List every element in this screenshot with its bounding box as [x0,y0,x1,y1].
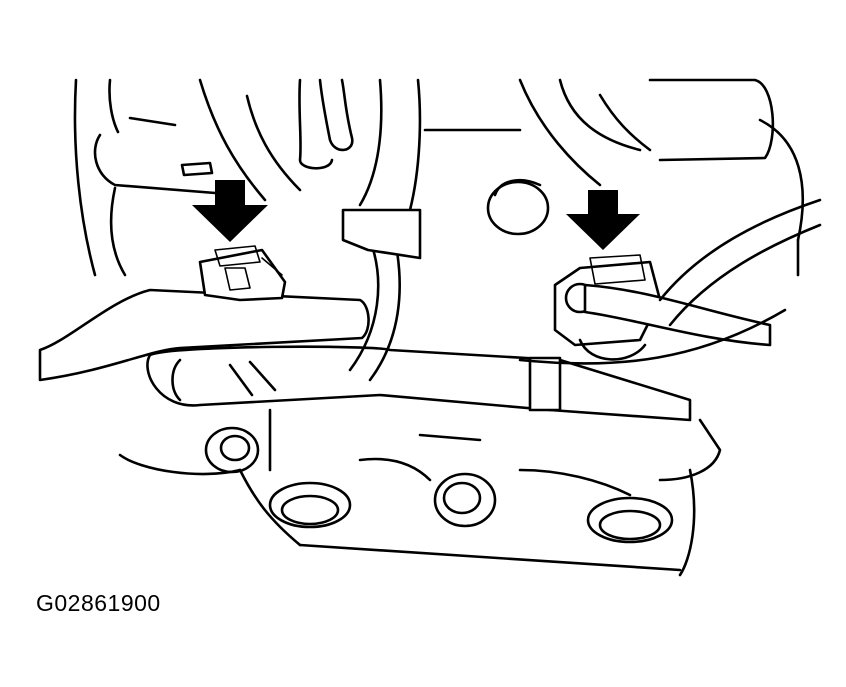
figure-code: G02861900 [36,590,161,616]
engine-lower-block [118,408,722,577]
engine-block-outline [73,78,804,277]
sensor-connector-left [198,245,287,302]
down-arrow-icon [192,180,268,242]
vacuum-hose [341,208,422,382]
bolt-upper-right [486,178,550,236]
fuel-pipe-right [518,198,822,365]
down-arrow-icon [566,190,640,250]
